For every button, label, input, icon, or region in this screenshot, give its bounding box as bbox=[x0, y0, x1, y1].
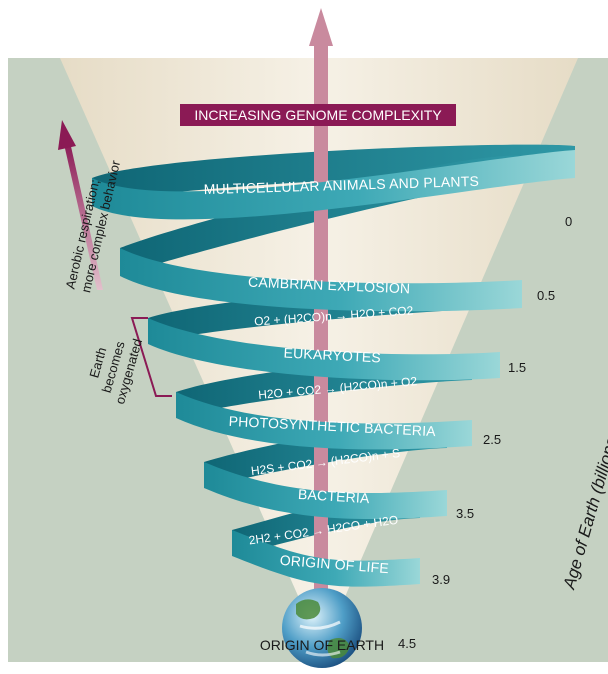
title-text: INCREASING GENOME COMPLEXITY bbox=[194, 107, 442, 123]
age-label: 3.5 bbox=[456, 506, 474, 521]
oxygenation-bracket bbox=[130, 317, 172, 397]
origin-of-earth-age: 4.5 bbox=[398, 636, 416, 651]
spiral-band-front bbox=[120, 248, 522, 312]
spiral-band-back bbox=[92, 144, 575, 206]
origin-of-earth-label: ORIGIN OF EARTH bbox=[260, 637, 384, 653]
age-labels: 0 0.5 1.5 2.5 3.5 3.9 bbox=[432, 214, 572, 587]
spiral-band-front bbox=[204, 462, 447, 520]
earth-globe bbox=[282, 588, 362, 668]
age-label: 1.5 bbox=[508, 360, 526, 375]
spiral-band-front bbox=[176, 392, 472, 450]
spiral-band-front bbox=[92, 150, 575, 220]
age-label: 0.5 bbox=[537, 288, 555, 303]
spiral-band-front bbox=[232, 530, 420, 587]
aerobic-arrow bbox=[58, 120, 103, 290]
band-label: EUKARYOTES bbox=[283, 345, 381, 366]
age-label: 2.5 bbox=[483, 432, 501, 447]
band-label: BACTERIA bbox=[298, 486, 371, 506]
band-label: CAMBRIAN EXPLOSION bbox=[248, 274, 411, 297]
age-label: 3.9 bbox=[432, 572, 450, 587]
age-label: 0 bbox=[565, 214, 572, 229]
title-banner: INCREASING GENOME COMPLEXITY bbox=[180, 104, 456, 126]
spiral-band-front bbox=[148, 318, 500, 381]
